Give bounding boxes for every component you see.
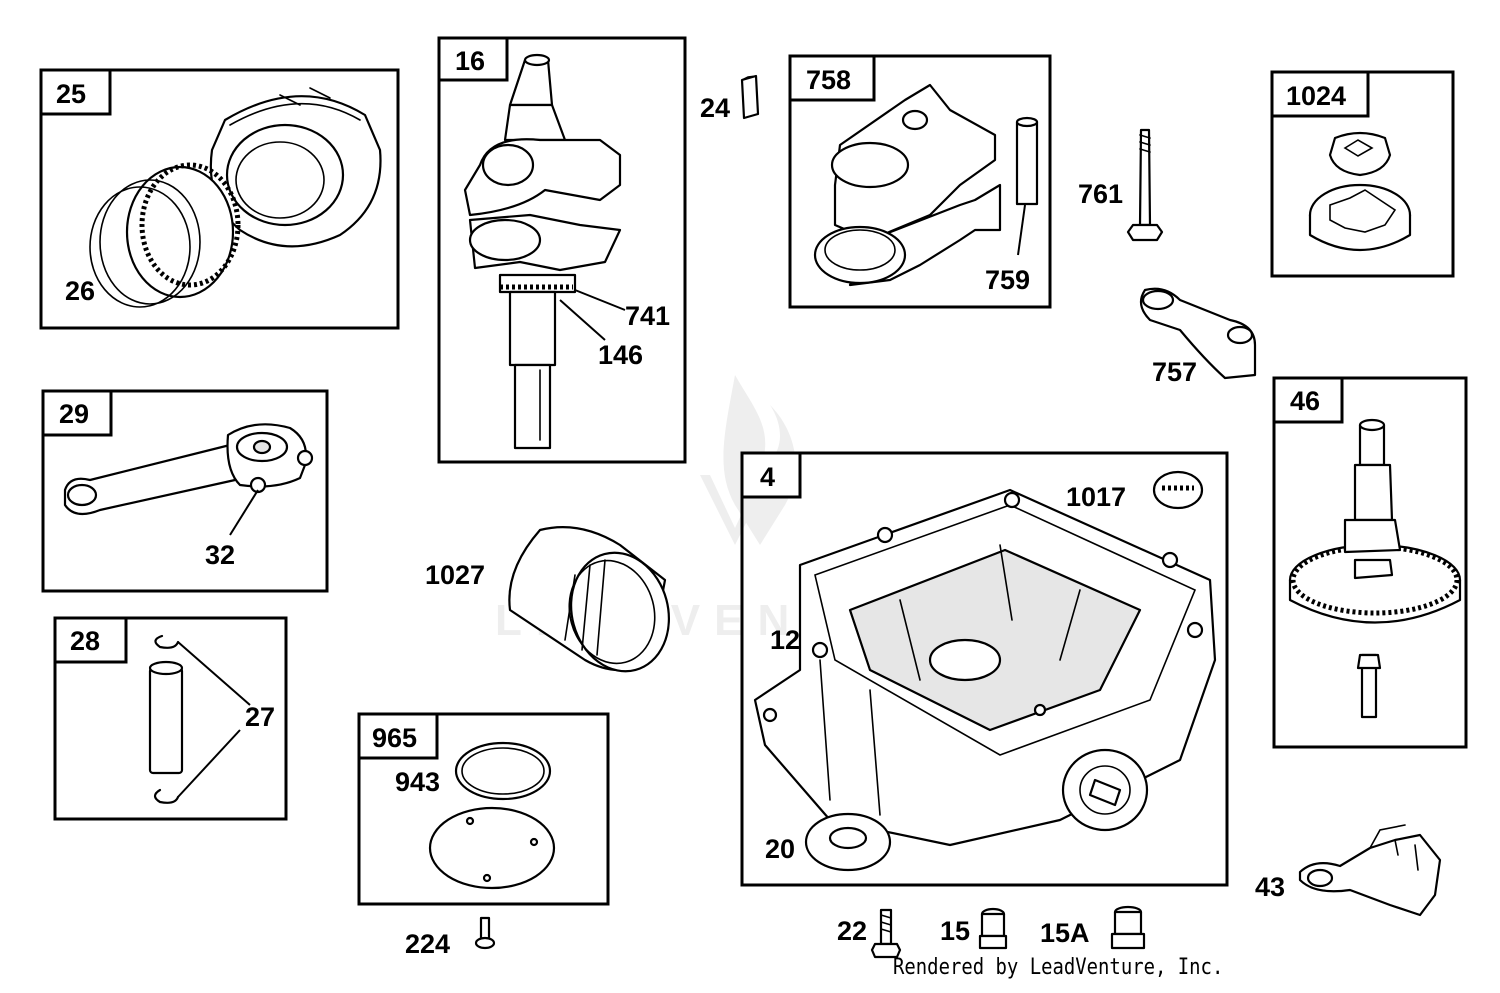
part-label: 20 — [765, 834, 795, 864]
ref-tag — [41, 389, 113, 437]
ref-label: 758 — [806, 65, 851, 95]
part-label: 26 — [65, 276, 95, 306]
assembly-frame — [1272, 376, 1468, 749]
leader-line — [574, 289, 626, 311]
assembly-frame — [437, 36, 687, 464]
assembly-frame — [53, 616, 288, 821]
part-label: 757 — [1152, 357, 1197, 387]
part-224-screw[interactable]: 224 — [405, 916, 496, 959]
leader-line — [1017, 204, 1026, 256]
part-label: 22 — [837, 916, 867, 946]
ref-label: 4 — [760, 462, 775, 492]
part-15-plug[interactable]: 15 — [940, 907, 1008, 950]
part-43-governor-bracket[interactable]: 43 — [1255, 824, 1442, 917]
part-label: 741 — [625, 301, 670, 331]
ref-tag — [788, 54, 876, 102]
governor-shaft-icon — [1356, 653, 1382, 719]
assembly-frame — [788, 54, 1052, 309]
part-label: 761 — [1078, 179, 1123, 209]
part-label: 224 — [405, 929, 450, 959]
ref-tag — [357, 712, 439, 760]
bracket-icon — [813, 83, 1002, 287]
assembly-25-piston[interactable]: 25 26 — [39, 68, 400, 330]
leader-line — [177, 729, 241, 798]
retaining-clip-icon — [154, 634, 180, 649]
camshaft-icon — [1288, 418, 1462, 624]
assembly-frame — [41, 389, 329, 593]
ref-label: 28 — [70, 626, 100, 656]
part-label: 759 — [985, 265, 1030, 295]
part-22-bolt[interactable]: 22 — [837, 908, 902, 959]
ref-tag — [39, 68, 112, 116]
part-label: 12 — [770, 625, 800, 655]
part-24-key[interactable]: 24 — [700, 74, 760, 123]
ref-label: 46 — [1290, 386, 1320, 416]
outer-rotor-icon — [1308, 183, 1412, 251]
connecting-rod-icon — [63, 423, 314, 516]
assembly-16-crankshaft[interactable]: 16 741 146 — [437, 36, 687, 464]
part-label: 27 — [245, 702, 275, 732]
ref-label: 1024 — [1286, 81, 1346, 111]
credit-text: Rendered by LeadVenture, Inc. — [893, 955, 1224, 980]
ref-tag — [740, 451, 802, 499]
ref-label: 29 — [59, 399, 89, 429]
ref-label: 965 — [372, 723, 417, 753]
assembly-965-cover-kit[interactable]: 965 943 — [357, 712, 610, 906]
oil-strainer-icon — [1152, 470, 1204, 510]
assembly-46-camshaft[interactable]: 46 — [1272, 376, 1468, 749]
part-label: 1027 — [425, 560, 485, 590]
assembly-frame — [39, 68, 400, 330]
assembly-28-piston-pin[interactable]: 28 27 — [53, 616, 288, 821]
o-ring-icon — [454, 741, 552, 801]
pin-icon — [1015, 116, 1039, 206]
ref-label: 25 — [56, 79, 86, 109]
assembly-758-bracket[interactable]: 758 759 — [788, 54, 1052, 309]
part-label: 15 — [940, 916, 970, 946]
piston-rings-icon — [89, 162, 241, 308]
cover-plate-icon — [428, 806, 556, 890]
part-label: 146 — [598, 340, 643, 370]
inner-rotor-icon — [1328, 131, 1392, 177]
leader-line — [229, 489, 259, 536]
part-label: 24 — [700, 93, 730, 123]
sump-icon — [753, 488, 1217, 847]
part-label: 32 — [205, 540, 235, 570]
assembly-29-connecting-rod[interactable]: 29 32 — [41, 389, 329, 593]
ref-label: 16 — [455, 46, 485, 76]
oil-seal-icon — [804, 812, 892, 872]
ref-tag — [53, 616, 128, 664]
leader-line — [177, 641, 251, 706]
part-label: 15A — [1040, 918, 1090, 948]
retaining-clip-icon — [153, 788, 180, 804]
part-761-bolt[interactable]: 761 — [1078, 128, 1164, 242]
assembly-frame — [357, 712, 610, 906]
assembly-1024-rotor[interactable]: 1024 — [1270, 70, 1455, 278]
part-757-link[interactable]: 757 — [1139, 287, 1257, 387]
part-label: 43 — [1255, 872, 1285, 902]
piston-pin-icon — [148, 660, 184, 775]
ref-tag — [1270, 70, 1370, 118]
part-15a-plug[interactable]: 15A — [1040, 905, 1146, 950]
part-1027-oil-filter[interactable]: 1027 — [425, 526, 682, 682]
ref-tag — [1272, 376, 1344, 424]
crankshaft-icon — [463, 53, 622, 450]
part-label: 943 — [395, 767, 440, 797]
part-label: 1017 — [1066, 482, 1126, 512]
ref-tag — [437, 36, 509, 82]
assembly-4-sump[interactable]: 4 1017 12 20 — [740, 451, 1229, 887]
assembly-frame — [740, 451, 1229, 887]
leader-line — [559, 299, 606, 341]
